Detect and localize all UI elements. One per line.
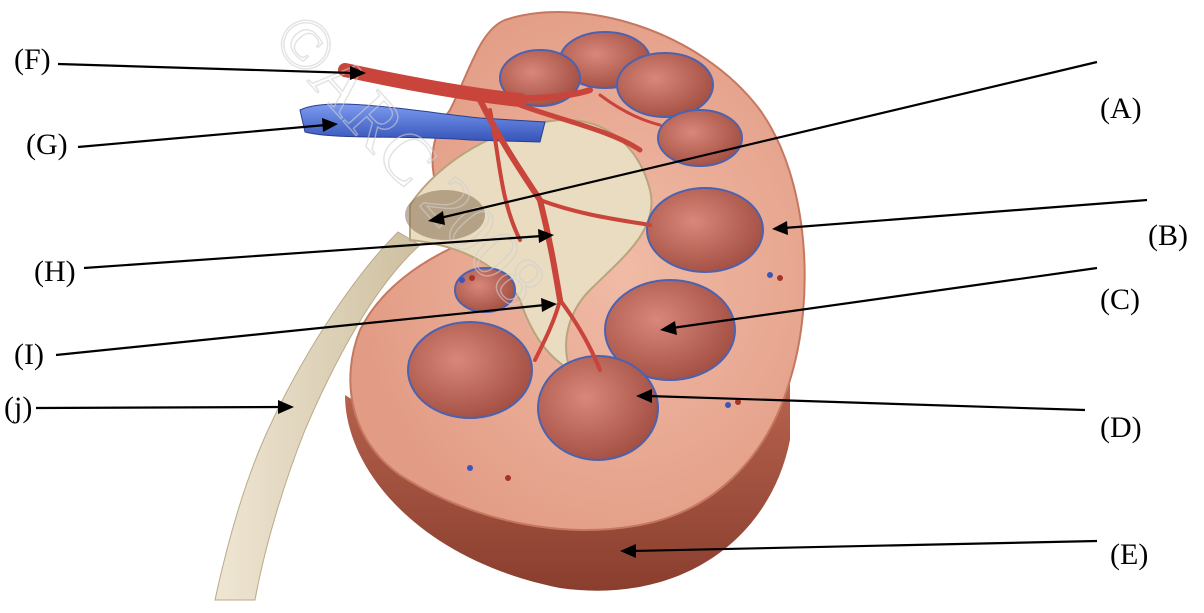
leader-line-j (36, 407, 282, 408)
leader-line-G (78, 125, 326, 147)
pyramid (658, 110, 742, 166)
label-H: (H) (34, 257, 76, 287)
label-C: (C) (1100, 285, 1140, 315)
label-F: (F) (14, 45, 51, 75)
pyramid (647, 188, 763, 272)
leader-line-B (784, 200, 1147, 228)
label-I: (I) (14, 340, 44, 370)
label-G: (G) (26, 130, 68, 160)
pyramid (617, 53, 713, 117)
label-A: (A) (1100, 94, 1142, 124)
label-D: (D) (1100, 413, 1142, 443)
label-B: (B) (1148, 221, 1188, 251)
pyramid (408, 322, 532, 418)
label-E: (E) (1110, 540, 1148, 570)
label-j: (j) (4, 393, 32, 423)
pyramid (538, 356, 658, 460)
